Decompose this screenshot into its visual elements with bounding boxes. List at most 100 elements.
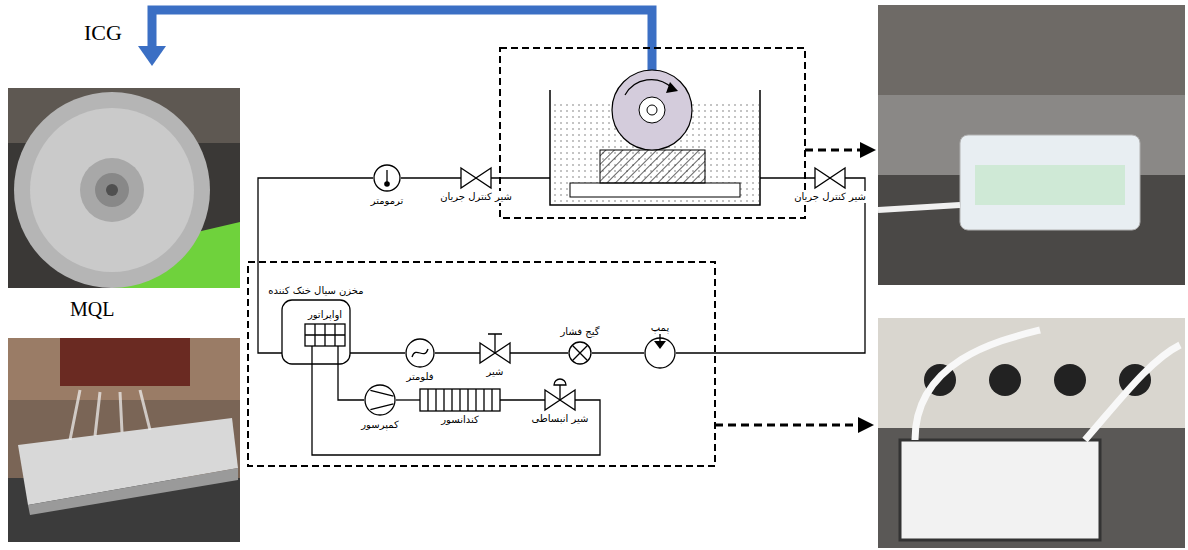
component-label: کمپرسور [359, 419, 400, 431]
thermometer-symbol: ترمومتر [373, 164, 401, 192]
pressure-gauge-outline [568, 341, 592, 365]
expansion-valve: شیر انبساطی [545, 390, 575, 410]
blue-arrow [138, 10, 652, 110]
symbol-stroke [645, 338, 675, 368]
symbol-stroke [428, 389, 492, 411]
pipe-line [500, 399, 545, 400]
symbol-stroke [374, 165, 400, 191]
chiller-photo [915, 330, 1180, 440]
chiller-photo [989, 364, 1021, 396]
symbol-stroke [488, 334, 502, 353]
component-label: گیج فشار [559, 326, 602, 338]
pump-symbol-outline [644, 337, 676, 369]
component-label: کندانسور [439, 414, 481, 426]
component-label: پمپ [649, 322, 671, 334]
pump-symbol: پمپ [644, 337, 676, 369]
grinding-tank [639, 97, 665, 123]
symbol-stroke [461, 168, 491, 188]
symbol-stroke [815, 168, 845, 188]
pipe-line [350, 352, 405, 353]
condenser-symbol: کندانسور [420, 389, 500, 411]
flow-control-valve-outline [815, 168, 845, 188]
component-label: شیر انبساطی [530, 413, 591, 425]
mql-photo [8, 338, 240, 542]
grinding-tank [570, 183, 740, 197]
dashed-frame [248, 262, 715, 466]
icg-photo [8, 88, 240, 288]
mql-photo [28, 468, 238, 515]
symbol-stroke [365, 385, 395, 415]
mql-photo [8, 338, 240, 400]
blue-arrow [138, 46, 166, 66]
tank-photo [878, 205, 960, 210]
flowmeter-symbol-outline [405, 338, 435, 368]
mql-photo [70, 390, 150, 440]
tank-photo [975, 165, 1125, 205]
valve-symbol-outline [480, 343, 510, 363]
chiller-photo [878, 318, 1185, 548]
grinding-tank [625, 80, 672, 95]
grinding-tank [647, 105, 657, 115]
symbol-stroke [305, 324, 345, 346]
grinding-tank [612, 70, 692, 150]
pipe-line [396, 399, 420, 400]
pipe-line [676, 178, 865, 353]
thermometer-symbol-outline [373, 164, 401, 192]
flow-control-valve-outline [461, 168, 491, 188]
chiller-photo [1054, 364, 1086, 396]
tank-photo [878, 5, 1185, 285]
dashed-frame [248, 48, 876, 466]
valve-symbol: شیر [480, 343, 510, 363]
icg-photo [30, 108, 194, 272]
dashed-frame [805, 149, 862, 152]
pipe-line [435, 352, 480, 353]
method-label: MQL [70, 298, 114, 321]
icg-photo [106, 184, 118, 196]
pipe-line [401, 177, 461, 178]
symbol-stroke [305, 324, 345, 346]
reservoir-tank: اواپراتورمخزن سیال خنک کننده [282, 300, 350, 364]
expansion-valve-outline [545, 390, 575, 410]
component-label: شیر کنترل جریان [792, 191, 868, 203]
dashed-frame [715, 424, 860, 427]
grinding-tank [491, 177, 550, 178]
grinding-tank [666, 82, 678, 93]
symbol-stroke [554, 379, 566, 400]
flowmeter-symbol: فلومتر [405, 338, 435, 368]
grinding-tank [600, 150, 705, 183]
condenser-symbol-outline [420, 389, 500, 411]
symbol-stroke [370, 390, 393, 409]
component-label: فلومتر [404, 371, 435, 383]
symbol-stroke [569, 342, 591, 364]
tank-photo [878, 5, 1185, 95]
tank-photo [960, 135, 1140, 230]
method-label: ICG [84, 20, 122, 46]
chiller-photo [900, 440, 1100, 540]
icg-photo [95, 173, 129, 207]
blue-arrow [152, 10, 652, 110]
component-label: اواپراتور [306, 309, 344, 321]
mql-photo [8, 338, 240, 542]
component-label: مخزن سیال خنک کننده [266, 285, 365, 297]
compressor-symbol: کمپرسور [364, 384, 396, 416]
icg-photo [8, 88, 240, 288]
icg-photo [14, 92, 210, 288]
evaporator-coil-outline [305, 324, 345, 346]
symbol-stroke [386, 170, 387, 183]
symbol-stroke [412, 349, 428, 357]
icg-photo [80, 158, 144, 222]
pressure-gauge: گیج فشار [568, 341, 592, 365]
flow-control-valve: شیر کنترل جریان [461, 168, 491, 188]
pipe-line [338, 346, 364, 400]
grinding-tank [760, 177, 815, 178]
dashed-frame [500, 48, 805, 218]
symbol-stroke [572, 345, 587, 360]
pipe-line [312, 346, 600, 455]
dashed-frame [858, 417, 874, 433]
component-label: شیر [485, 366, 506, 378]
symbol-dot [384, 181, 390, 187]
